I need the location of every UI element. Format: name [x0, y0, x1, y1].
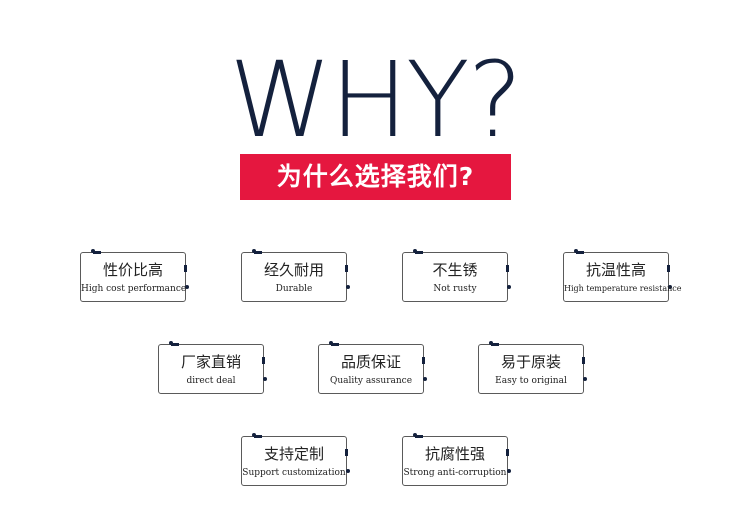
corner-dot-icon — [668, 285, 672, 289]
corner-dot-icon — [346, 285, 350, 289]
feature-subtitle: Easy to original — [495, 376, 567, 386]
corner-dot-icon — [507, 285, 511, 289]
corner-dot-icon — [507, 469, 511, 473]
page-title: WHY? — [229, 39, 523, 161]
corner-dot-icon — [91, 249, 95, 253]
feature-title: 性价比高 — [102, 261, 163, 279]
feature-card-custom: 支持定制 Support customization — [241, 433, 350, 486]
corner-dot-icon — [185, 285, 189, 289]
feature-card-rust: 不生锈 Not rusty — [402, 249, 511, 302]
feature-subtitle: Not rusty — [433, 284, 477, 294]
feature-title: 抗温性高 — [585, 261, 646, 279]
feature-card-quality: 品质保证 Quality assurance — [318, 341, 427, 394]
corner-dot-icon — [252, 433, 256, 437]
feature-title: 经久耐用 — [263, 261, 324, 279]
corner-dot-icon — [329, 341, 333, 345]
corner-dot-icon — [169, 341, 173, 345]
subtitle-banner: 为什么选择我们? — [240, 154, 511, 200]
corner-dot-icon — [263, 377, 267, 381]
feature-subtitle: direct deal — [186, 376, 236, 386]
feature-title: 易于原装 — [500, 353, 561, 371]
feature-title: 品质保证 — [340, 353, 401, 371]
feature-subtitle: Quality assurance — [329, 376, 413, 386]
feature-subtitle: Durable — [275, 284, 313, 294]
feature-title: 不生锈 — [432, 261, 478, 279]
corner-dot-icon — [252, 249, 256, 253]
feature-card-cost: 性价比高 High cost performance — [80, 249, 189, 302]
feature-card-corrosion: 抗腐性强 Strong anti-corruption — [402, 433, 511, 486]
corner-dot-icon — [583, 377, 587, 381]
feature-card-durable: 经久耐用 Durable — [241, 249, 350, 302]
feature-title: 抗腐性强 — [424, 445, 485, 463]
corner-dot-icon — [489, 341, 493, 345]
feature-subtitle: High temperature resistance — [564, 284, 682, 293]
corner-dot-icon — [574, 249, 578, 253]
corner-dot-icon — [423, 377, 427, 381]
corner-dot-icon — [346, 469, 350, 473]
corner-dot-icon — [413, 249, 417, 253]
feature-title: 厂家直销 — [180, 353, 241, 371]
feature-subtitle: Strong anti-corruption — [403, 468, 507, 478]
corner-dot-icon — [413, 433, 417, 437]
feature-card-temperature: 抗温性高 High temperature resistance — [563, 249, 682, 302]
feature-subtitle: High cost performance — [81, 284, 187, 294]
feature-card-original: 易于原装 Easy to original — [478, 341, 587, 394]
feature-title: 支持定制 — [263, 445, 324, 463]
feature-card-direct: 厂家直销 direct deal — [158, 341, 267, 394]
feature-subtitle: Support customization — [242, 468, 346, 478]
